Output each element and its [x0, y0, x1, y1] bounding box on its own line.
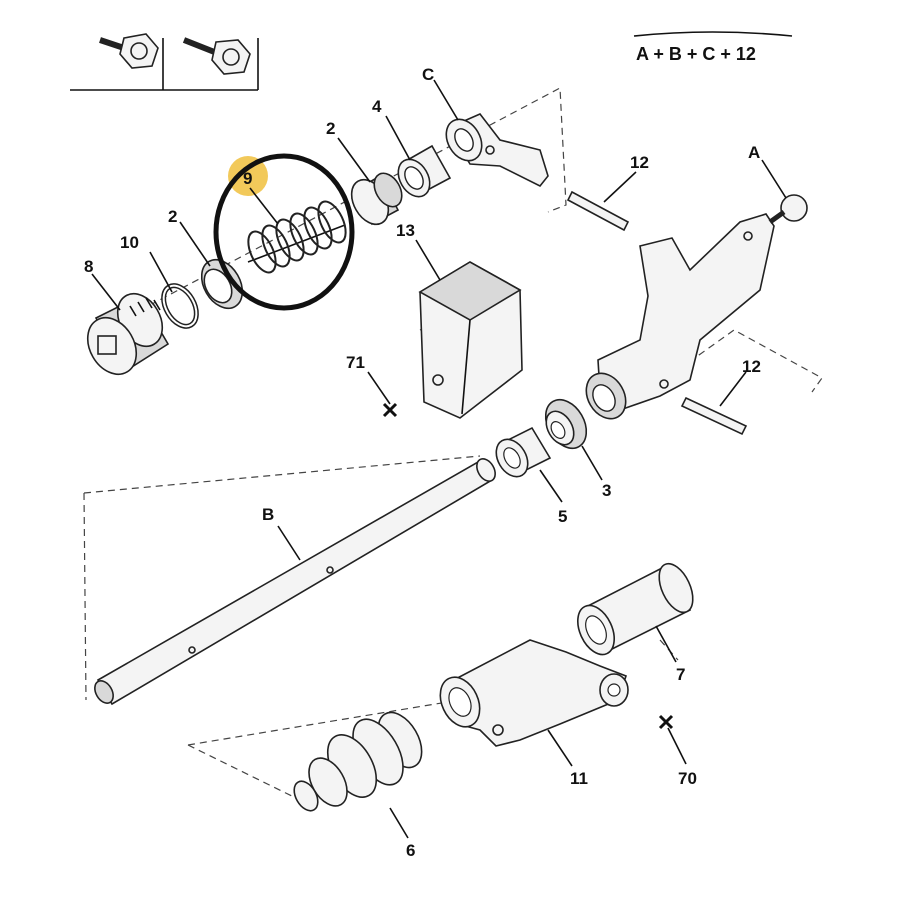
label-12-upper: 12: [630, 153, 649, 172]
part-11-arm: [439, 639, 629, 747]
label-3: 3: [602, 481, 611, 500]
part-4-sleeve: [397, 144, 452, 198]
label-A: A: [748, 143, 760, 162]
leader-lines: [91, 79, 787, 839]
label-5: 5: [558, 507, 567, 526]
part-12-pin-upper: [566, 190, 630, 232]
label-2-left: 2: [168, 207, 177, 226]
bolt-icon: [182, 37, 251, 75]
label-9: 9: [243, 169, 252, 188]
part-13-cover: [418, 261, 523, 419]
part-3-seal: [544, 398, 588, 450]
part-C-bracket: [445, 113, 549, 188]
highlight-dot: [228, 156, 268, 196]
assembly-formula: A + B + C + 12: [633, 31, 793, 64]
label-2-upper: 2: [326, 119, 335, 138]
label-12-lower: 12: [742, 357, 761, 376]
part-5-bushing: [495, 426, 552, 478]
label-71: 71: [346, 353, 365, 372]
part-2-washer-left: [200, 258, 244, 310]
label-B: B: [262, 505, 274, 524]
part-9-spring: [247, 200, 347, 274]
part-7-sleeve: [577, 562, 694, 656]
part-2-bushing-upper: [350, 172, 403, 226]
label-4: 4: [372, 97, 382, 116]
bolt-icon: [99, 33, 159, 69]
cross-marker-70: [658, 714, 674, 730]
part-A-lever: [585, 194, 808, 420]
formula-text: A + B + C + 12: [636, 44, 756, 64]
callout-circle: [213, 153, 355, 311]
part-12-pin-lower: [680, 396, 748, 436]
label-6: 6: [406, 841, 415, 860]
part-8-plug: [86, 292, 170, 376]
label-8: 8: [84, 257, 93, 276]
label-70: 70: [678, 769, 697, 788]
label-11: 11: [570, 769, 588, 788]
part-labels: 8 10 2 9 2 4 C 12 A 13 12 71 3 5 B 7 11 …: [84, 65, 761, 860]
label-7: 7: [676, 665, 685, 684]
part-10-circlip: [161, 283, 199, 329]
cross-marker-71: [382, 402, 398, 418]
part-6-boot: [293, 711, 423, 812]
label-13: 13: [396, 221, 415, 240]
label-10: 10: [120, 233, 139, 252]
label-C: C: [422, 65, 434, 84]
part-B-shaft: [94, 458, 496, 706]
bolt-reference-box: [70, 33, 259, 91]
